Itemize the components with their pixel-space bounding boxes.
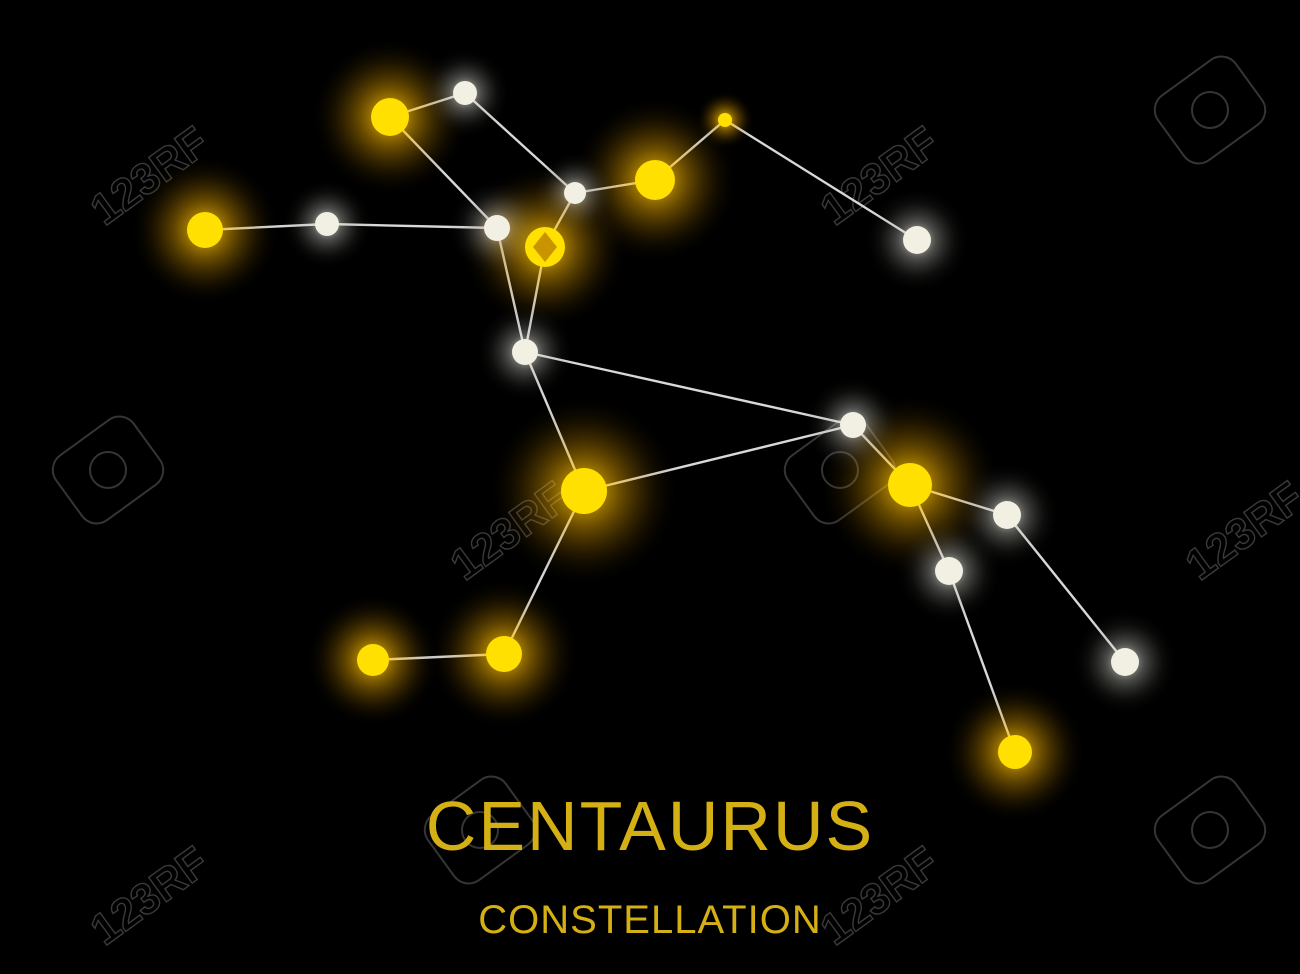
camera-icon	[423, 775, 537, 885]
star-sparkle-icon	[533, 232, 557, 262]
watermark-text: 123RF	[1177, 473, 1300, 590]
stars	[187, 81, 1139, 769]
constellation-title: CENTAURUS	[425, 787, 875, 865]
white-star	[512, 339, 538, 365]
camera-icon	[51, 415, 165, 525]
yellow-star	[371, 98, 409, 136]
white-star	[903, 226, 931, 254]
yellow-star	[635, 160, 675, 200]
yellow-star	[888, 463, 932, 507]
camera-icon	[1153, 55, 1267, 165]
white-star	[315, 212, 339, 236]
yellow-star	[357, 644, 389, 676]
white-star	[840, 412, 866, 438]
white-star	[935, 557, 963, 585]
white-star	[564, 182, 586, 204]
constellation-line	[523, 350, 855, 427]
white-star	[484, 215, 510, 241]
white-star	[1111, 648, 1139, 676]
star-glows	[129, 37, 1179, 824]
white-star	[993, 501, 1021, 529]
yellow-star	[486, 636, 522, 672]
yellow-star	[998, 735, 1032, 769]
yellow-star	[718, 113, 732, 127]
yellow-star	[561, 468, 607, 514]
constellation-subtitle: CONSTELLATION	[478, 898, 822, 942]
yellow-star	[187, 212, 223, 248]
white-star	[453, 81, 477, 105]
camera-icon	[1153, 775, 1267, 885]
